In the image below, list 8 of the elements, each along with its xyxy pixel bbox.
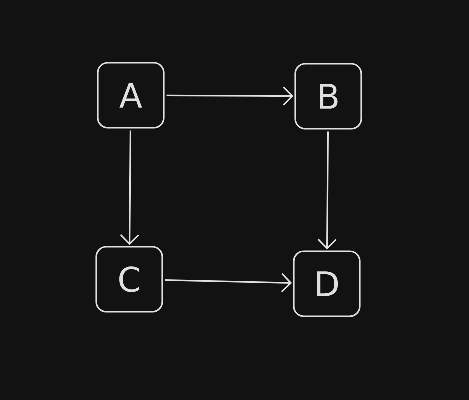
arrow <box>166 86 294 106</box>
arrow <box>165 273 292 293</box>
arrow <box>318 132 337 250</box>
arrow <box>120 130 140 246</box>
letter-box: A <box>97 62 165 129</box>
letter-box: C <box>96 246 164 313</box>
letter-box: D <box>293 250 361 318</box>
letter-box: B <box>294 63 362 130</box>
